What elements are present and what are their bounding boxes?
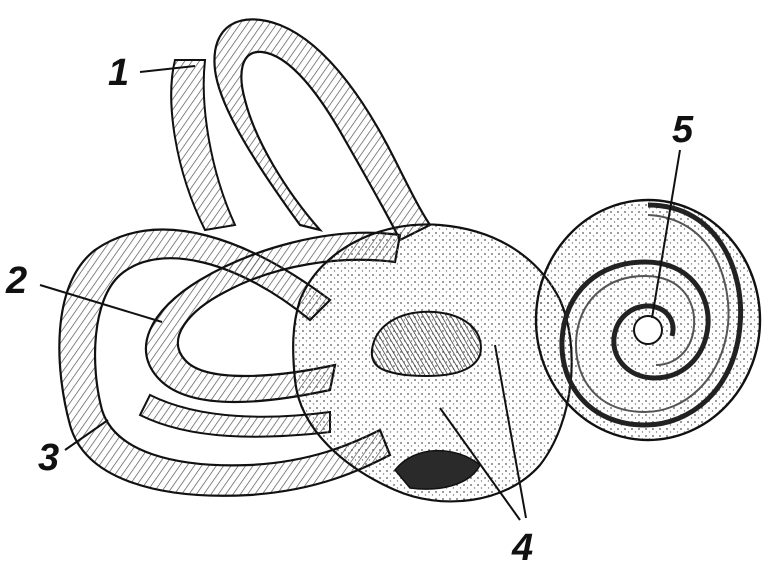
label-2: 2 [5,260,27,302]
anterior-semicircular-canal [171,19,430,240]
label-5: 5 [672,109,694,151]
label-4: 4 [511,527,533,564]
cochlea [536,200,760,440]
label-3: 3 [38,437,59,479]
label-1: 1 [108,52,129,94]
